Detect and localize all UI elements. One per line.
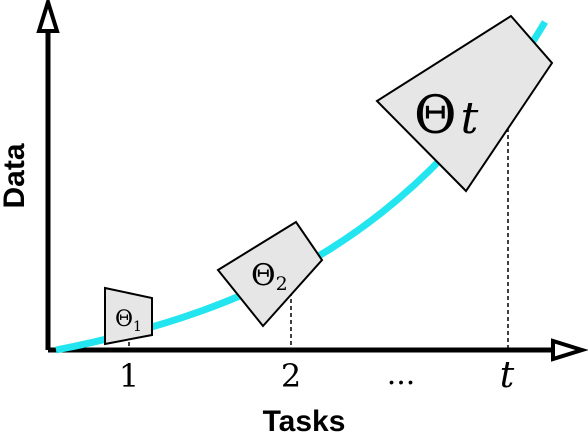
y-axis-label: Data — [0, 143, 31, 208]
x-axis-arrowhead — [551, 338, 588, 362]
tick-label-t: t — [500, 355, 515, 396]
model-shape-t — [375, 14, 554, 193]
model-label-1: Θ1 — [115, 307, 142, 335]
y-axis-arrowhead — [36, 0, 60, 33]
model-shape-1 — [104, 286, 153, 346]
tick-label-2: 2 — [281, 357, 301, 395]
model-label-2: Θ2 — [251, 258, 288, 295]
model-shape-2 — [216, 220, 324, 328]
tick-label-1: 1 — [119, 357, 139, 395]
model-label-t: Θt — [414, 86, 479, 146]
x-axis-label: Tasks — [263, 405, 346, 434]
tick-ellipsis: ... — [387, 357, 416, 392]
